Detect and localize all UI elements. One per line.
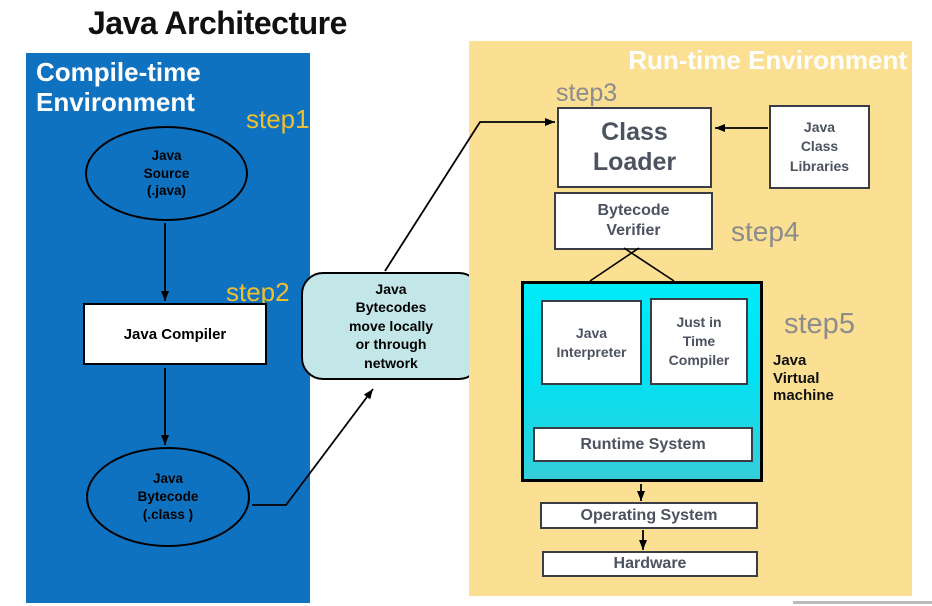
jvm-label: Java Virtual machine (773, 352, 834, 405)
page-title: Java Architecture (88, 5, 347, 41)
step1-label: step1 (246, 104, 310, 134)
step5-label: step5 (784, 308, 855, 340)
java-source-ellipse: Java Source (.java) (85, 126, 248, 221)
step4-label: step4 (731, 216, 800, 247)
java-bytecode-ellipse: Java Bytecode (.class ) (86, 447, 250, 547)
run-time-env-label: Run-time Environment (628, 45, 907, 75)
java-class-libraries-box: Java Class Libraries (769, 105, 870, 189)
runtime-system-box: Runtime System (533, 427, 753, 462)
class-loader-box: Class Loader (557, 107, 712, 188)
bytecode-transfer-note: Java Bytecodes move locally or through n… (301, 272, 481, 380)
hardware-box: Hardware (542, 551, 758, 577)
step3-label: step3 (556, 79, 618, 107)
compile-time-env-label: Compile-time Environment (36, 57, 201, 118)
next-slide-edge (793, 601, 932, 604)
bytecode-verifier-box: Bytecode Verifier (554, 192, 713, 250)
java-interpreter-box: Java Interpreter (541, 300, 642, 385)
step2-label: step2 (226, 277, 290, 307)
java-compiler-box: Java Compiler (83, 303, 267, 365)
jit-compiler-box: Just in Time Compiler (650, 298, 748, 385)
operating-system-box: Operating System (540, 502, 758, 529)
